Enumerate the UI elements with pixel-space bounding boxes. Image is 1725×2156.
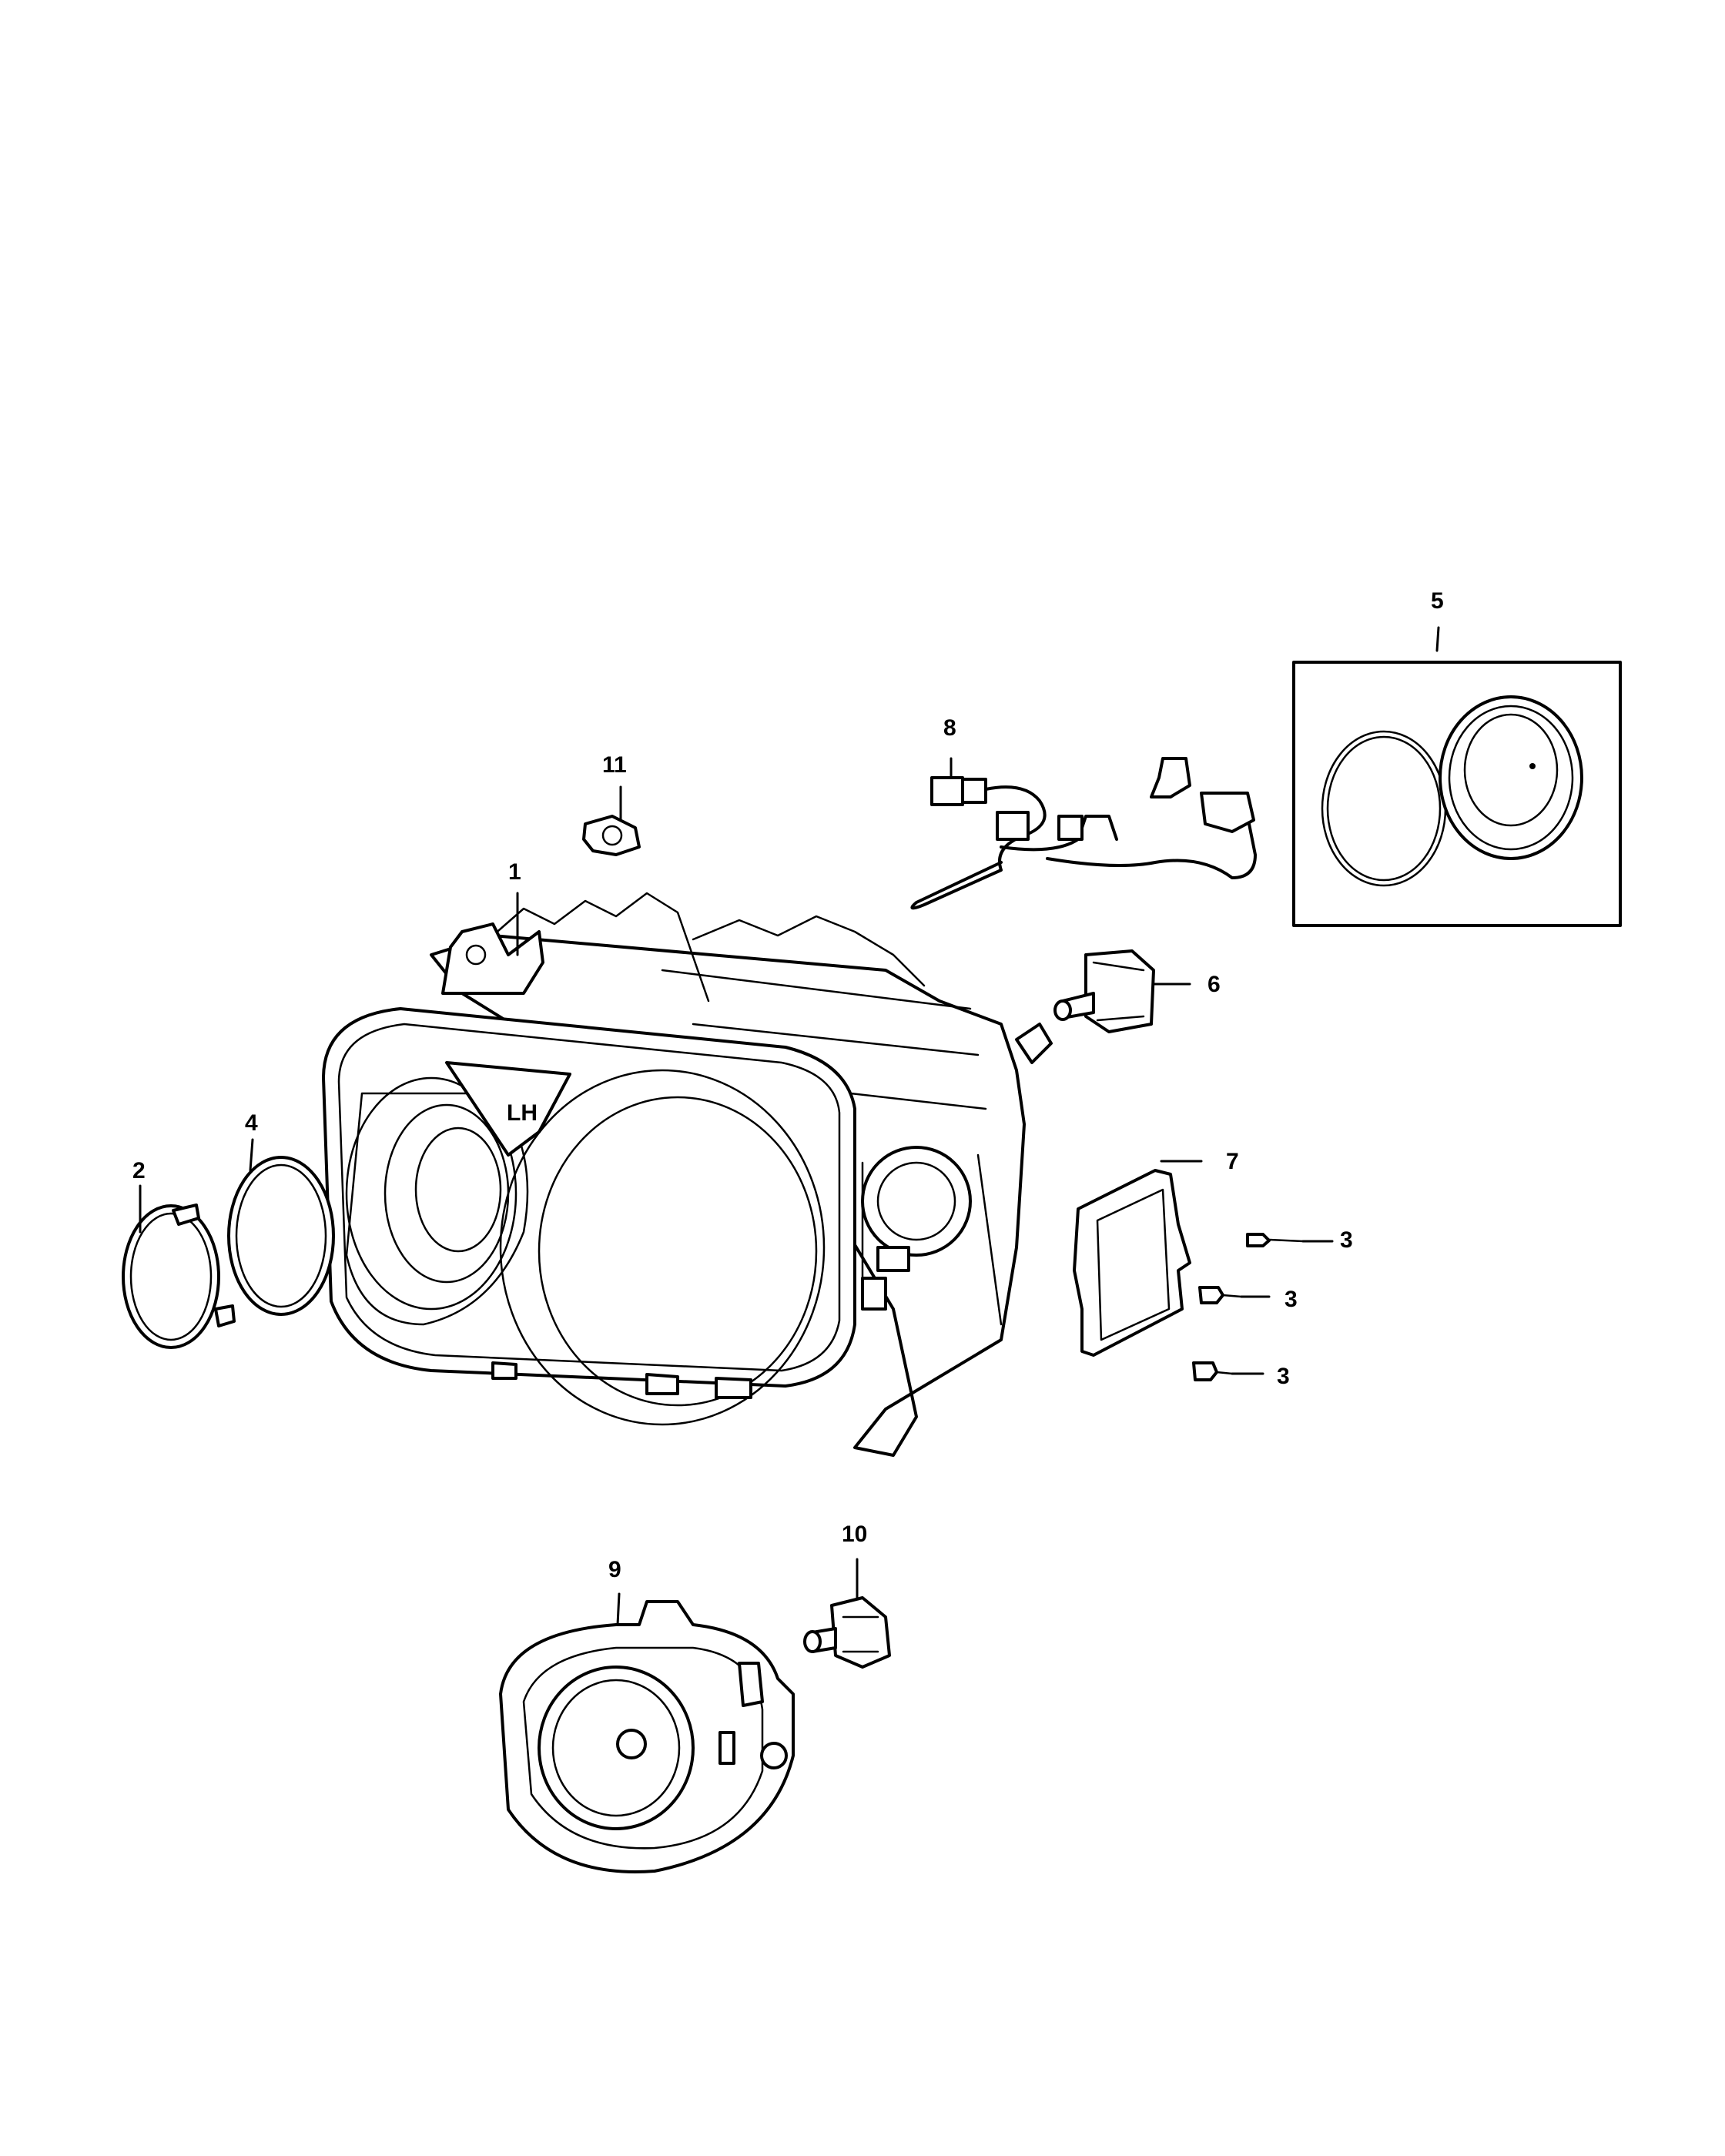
callout-6: 6	[1208, 972, 1221, 997]
cover-plate[interactable]	[1073, 1169, 1191, 1357]
callout-3c: 3	[1277, 1364, 1290, 1389]
screw-1[interactable]	[1246, 1233, 1305, 1247]
callout-8: 8	[943, 715, 956, 741]
callout-3b: 3	[1285, 1287, 1298, 1312]
adjuster-nut[interactable]	[582, 815, 641, 856]
callout-7: 7	[1226, 1149, 1239, 1174]
screw-2[interactable]	[1198, 1286, 1243, 1304]
housing-lh-marking: LH	[507, 1100, 538, 1126]
callout-2: 2	[132, 1158, 146, 1183]
bezel-kit-box	[1292, 661, 1622, 927]
seal-ring[interactable]	[227, 1156, 335, 1316]
callout-11: 11	[602, 752, 627, 778]
callout-9: 9	[608, 1557, 621, 1582]
bezel-kit[interactable]	[1292, 661, 1622, 927]
bezel-kit-bezel	[1439, 695, 1583, 860]
bulb[interactable]	[1053, 949, 1155, 1033]
wiring-harness[interactable]	[910, 757, 1257, 910]
fog-lamp[interactable]	[499, 1600, 795, 1873]
callout-4: 4	[245, 1110, 258, 1136]
screw-3[interactable]	[1192, 1361, 1234, 1381]
bezel-kit-ring	[1321, 730, 1447, 887]
callout-labels: 1 2 3 3 3 4 5 6 7 8 9 10 11	[132, 588, 1444, 1582]
lens-cover[interactable]	[122, 1204, 236, 1349]
headlamp-housing-lh[interactable]: LH	[322, 892, 1053, 1457]
callout-10: 10	[842, 1522, 867, 1547]
fog-bulb[interactable]	[803, 1596, 891, 1669]
leader-lines	[139, 626, 1440, 1626]
callout-3a: 3	[1340, 1227, 1353, 1253]
callout-5: 5	[1431, 588, 1444, 614]
callout-1: 1	[508, 859, 521, 885]
